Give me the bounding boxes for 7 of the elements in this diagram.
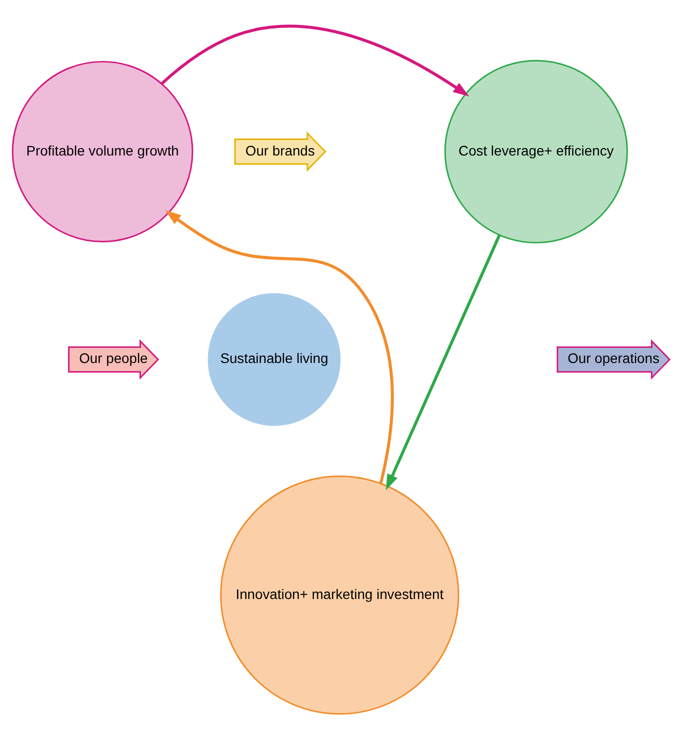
arrow [160, 24, 470, 96]
node-circle: Sustainable living [206, 292, 342, 428]
node-circle: Innovation+ marketing investment [220, 476, 460, 715]
node-circle: Cost leverage+ efficiency [444, 60, 628, 244]
arrow [386, 234, 501, 490]
node-circle: Profitable volume growth [12, 60, 194, 242]
arrow [165, 210, 394, 484]
